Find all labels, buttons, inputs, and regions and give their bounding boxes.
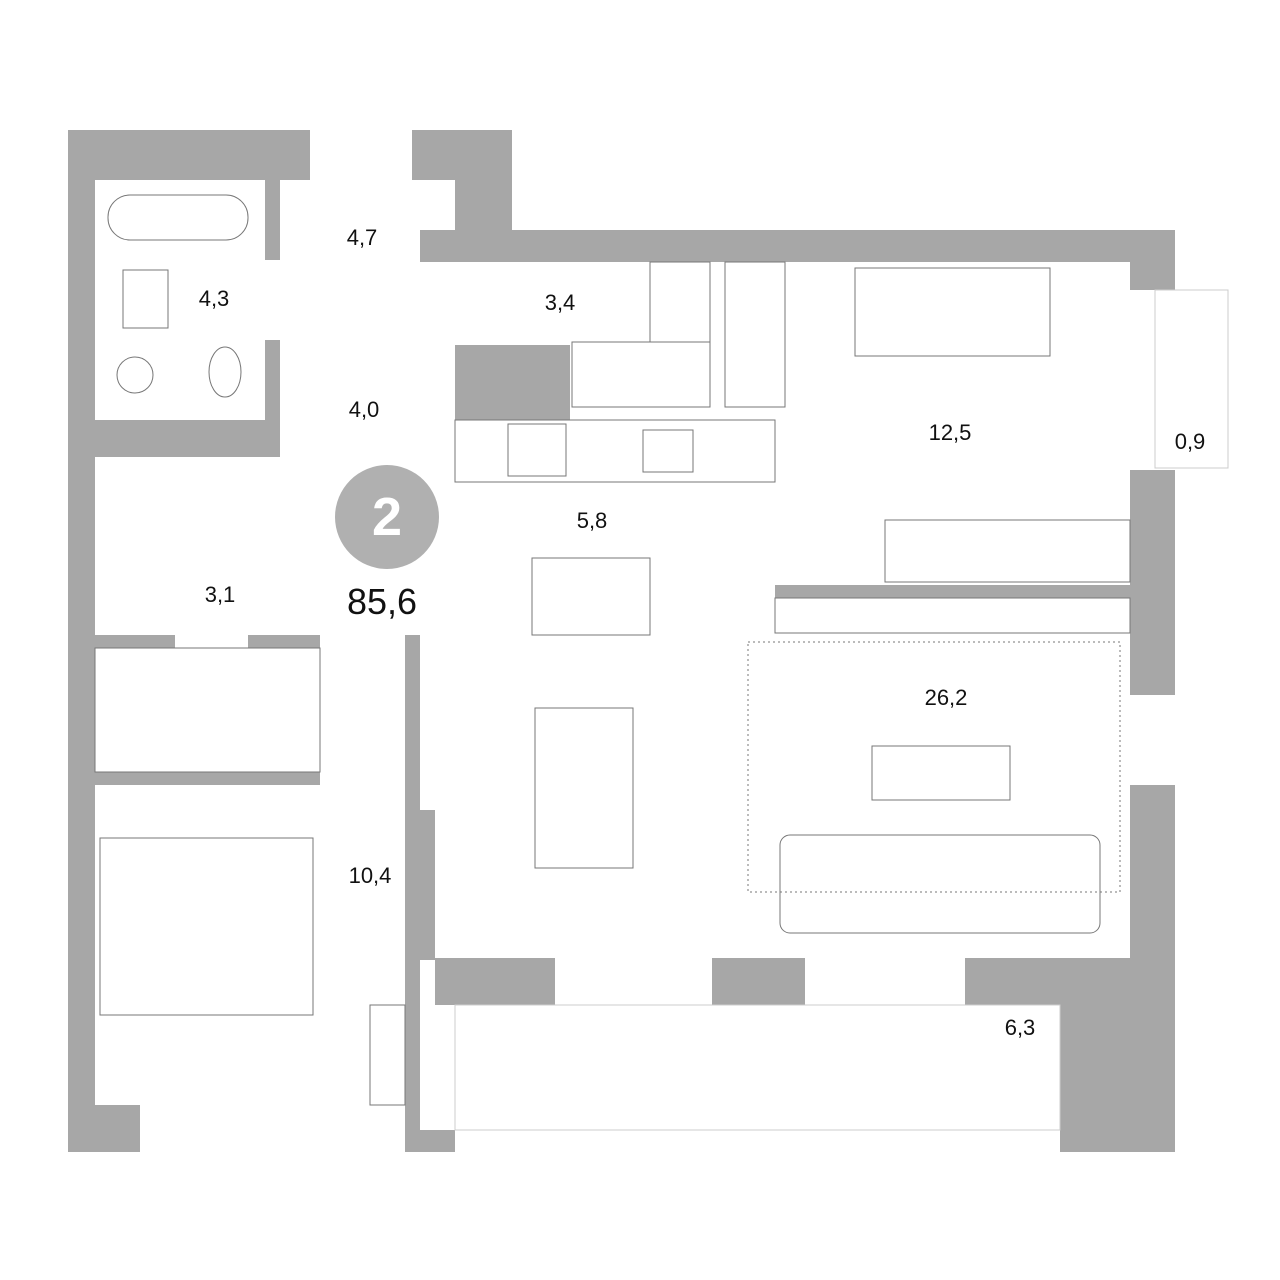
total-area: 85,6 [346,581,418,622]
room-area-bathroom: 4,3 [198,286,230,311]
room-area-bedroom-small: 12,5 [928,420,972,445]
room-area-wardrobe: 3,4 [544,290,576,315]
room-area-kitchen: 5,8 [576,508,608,533]
room-area-living-room: 26,2 [924,685,968,710]
furniture [94,194,1229,1131]
room-area-bedroom: 10,4 [348,863,392,888]
room-area-hall-lower: 4,0 [348,397,380,422]
room-area-wc: 3,1 [204,582,236,607]
room-count-badge: 2 [335,465,439,569]
walls [68,130,1175,1152]
room-count: 2 [371,487,403,547]
room-area-hall-upper: 4,7 [346,225,378,250]
room-area-balcony: 6,3 [1004,1015,1036,1040]
room-area-small-balcony: 0,9 [1174,429,1206,454]
